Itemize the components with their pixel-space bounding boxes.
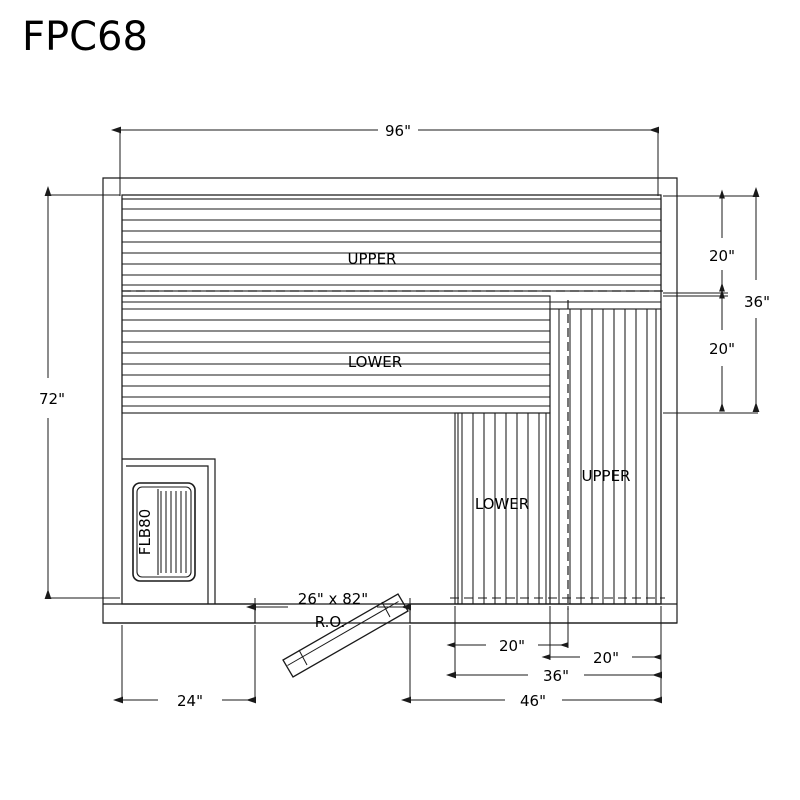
left-floor-strip bbox=[103, 603, 256, 624]
right-lower-bench bbox=[454, 412, 551, 605]
right-upper-bench bbox=[549, 308, 662, 605]
heater-guard-rail bbox=[122, 458, 216, 604]
dim-text-door-opening: 26" x 82" bbox=[298, 590, 368, 608]
dimension-right-lower-depth bbox=[663, 289, 758, 414]
dimension-top-width bbox=[111, 126, 659, 196]
dimension-bottom-36 bbox=[446, 648, 662, 679]
dim-text-bottom-36: 36" bbox=[543, 667, 569, 685]
dim-text-bottom-20a: 20" bbox=[499, 637, 525, 655]
dim-text-left-height: 72" bbox=[39, 390, 65, 408]
dimension-bottom-46 bbox=[401, 625, 662, 704]
dim-text-right-lower-depth: 20" bbox=[709, 340, 735, 358]
dimension-right-upper-depth bbox=[663, 189, 758, 294]
label-top-lower-bench: LOWER bbox=[348, 353, 402, 371]
label-right-lower-bench: LOWER bbox=[475, 495, 529, 513]
heater-unit bbox=[132, 482, 196, 582]
room-outer-wall bbox=[102, 177, 678, 624]
dim-text-bottom-20b: 20" bbox=[593, 649, 619, 667]
right-floor-strip bbox=[409, 603, 677, 624]
dimension-bottom-20a bbox=[446, 606, 569, 648]
dim-text-bottom-left-width: 24" bbox=[177, 692, 203, 710]
dim-text-top-width: 96" bbox=[385, 122, 411, 140]
dim-text-door-opening-note: R.O. bbox=[315, 613, 346, 631]
door-leaf bbox=[282, 593, 409, 678]
label-top-upper-bench: UPPER bbox=[348, 250, 397, 268]
heater-element-fins bbox=[160, 491, 187, 573]
top-upper-bench bbox=[121, 198, 662, 292]
label-heater-model: FLB80 bbox=[136, 509, 154, 555]
label-right-upper-bench: UPPER bbox=[582, 467, 631, 485]
dim-text-bottom-46: 46" bbox=[520, 692, 546, 710]
dimension-bottom-20b bbox=[541, 606, 662, 660]
dimension-left-height bbox=[44, 186, 120, 599]
page-title: FPC68 bbox=[22, 14, 148, 60]
dimension-bottom-left-width bbox=[113, 625, 256, 704]
dim-text-right-total-depth: 36" bbox=[744, 293, 770, 311]
dimension-door-opening bbox=[246, 598, 411, 623]
dim-text-right-upper-depth: 20" bbox=[709, 247, 735, 265]
